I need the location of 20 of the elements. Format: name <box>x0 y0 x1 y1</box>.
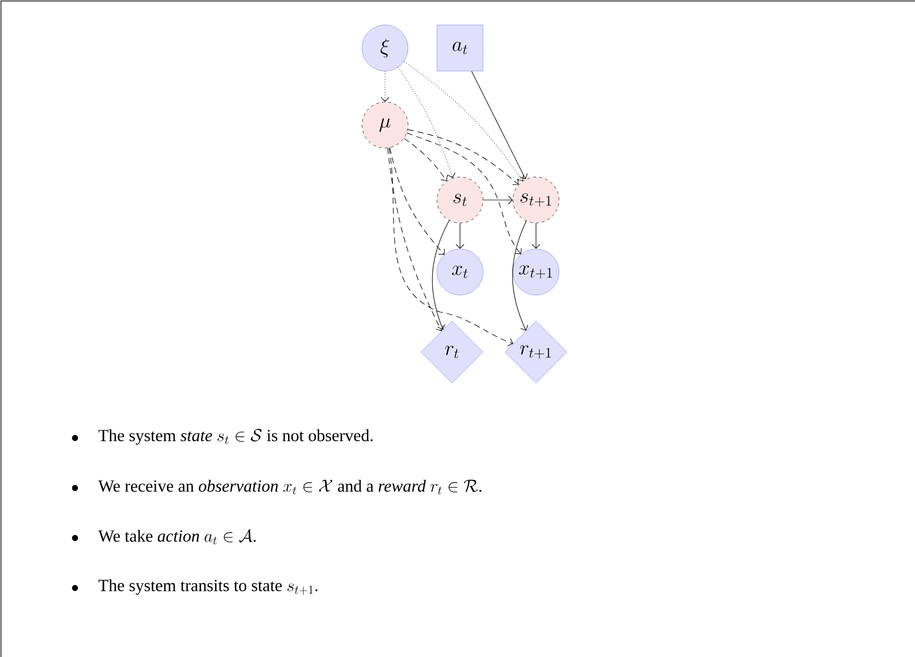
arrow <box>512 220 528 331</box>
arrow <box>404 61 524 181</box>
arrow <box>456 222 464 249</box>
bullet-text: $\text{The system }\textit{state}\ s_t \in \mathcal{S}\text{ is not observed.}$ <box>98 428 373 445</box>
action-box: $a_t$ <box>436 24 484 72</box>
bullet-text: $\text{The system transits to state }s_{t+1}\text{.}$ <box>98 579 318 595</box>
arrow <box>532 222 540 249</box>
arrow <box>387 148 444 332</box>
arrow <box>407 129 519 186</box>
arrow <box>380 70 390 102</box>
arrow <box>406 132 522 254</box>
arrow <box>390 147 445 255</box>
arrow <box>482 196 513 204</box>
arrow <box>404 138 448 181</box>
arrow <box>471 70 528 180</box>
bullet-text: $\text{We take }\textit{action}\ a_t \in \mathcal{A}\text{.}$ <box>98 529 256 544</box>
bullet-text: $\text{We receive an }\textit{observation}\ x_t \in \mathcal{X}\text{ and a }\textit{reward}\ r_t \in \mathcal{R}\text{.}$ <box>98 480 482 494</box>
arrow <box>388 148 514 346</box>
arrow <box>432 220 450 330</box>
arrow <box>398 66 456 178</box>
